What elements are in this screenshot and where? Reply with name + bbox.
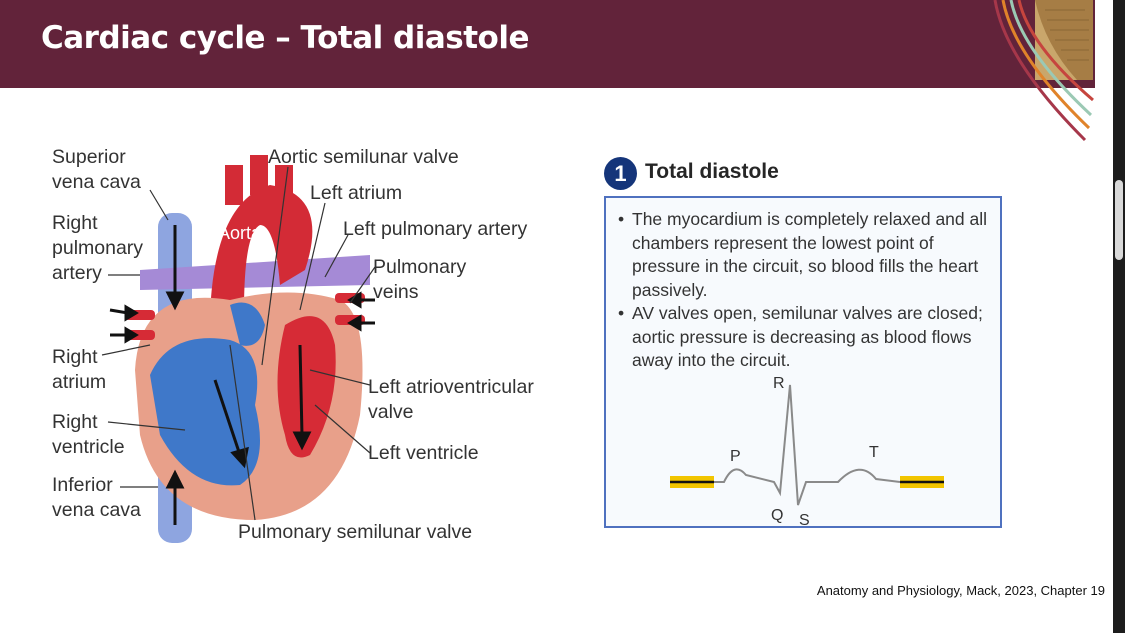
corner-decoration [985,0,1100,150]
step-number-badge: 1 [604,157,637,190]
ecg-trace [606,373,1004,528]
label-pulmonary-semilunar-valve: Pulmonary semilunar valve [238,520,472,545]
ecg-label-q: Q [771,507,783,525]
bullet-dot: • [618,208,624,232]
label-left-av-valve: Left atrioventricular valve [368,375,534,425]
slide-title: Cardiac cycle – Total diastole [41,20,529,56]
panel-title: Total diastole [645,160,779,184]
ecg-label-r: R [773,375,785,393]
bullet-text-1: The myocardium is completely relaxed and… [632,208,997,302]
ecg-label-s: S [799,512,810,530]
label-left-atrium: Left atrium [310,181,402,206]
label-right-atrium: Right atrium [52,345,106,395]
label-aortic-semilunar-valve: Aortic semilunar valve [268,145,459,170]
citation: Anatomy and Physiology, Mack, 2023, Chap… [817,583,1105,598]
label-aorta: Aorta [218,221,261,246]
ecg-label-p: P [730,448,741,466]
label-left-pulmonary-artery: Left pulmonary artery [343,217,527,242]
vertical-scrollbar[interactable] [1113,0,1125,633]
label-pulmonary-veins: Pulmonary veins [373,255,466,305]
label-right-ventricle: Right ventricle [52,410,125,460]
scrollbar-thumb[interactable] [1115,180,1123,260]
bullet-text-2: AV valves open, semilunar valves are clo… [632,302,997,373]
heart-diagram: Superior vena cava Right pulmonary arter… [40,135,570,555]
label-superior-vena-cava: Superior vena cava [52,145,141,195]
label-left-ventricle: Left ventricle [368,441,479,466]
ecg-label-t: T [869,444,879,462]
label-inferior-vena-cava: Inferior vena cava [52,473,141,523]
label-right-pulmonary-artery: Right pulmonary artery [52,211,143,286]
bullet-dot: • [618,302,624,326]
diastole-info-box: • The myocardium is completely relaxed a… [604,196,1002,528]
